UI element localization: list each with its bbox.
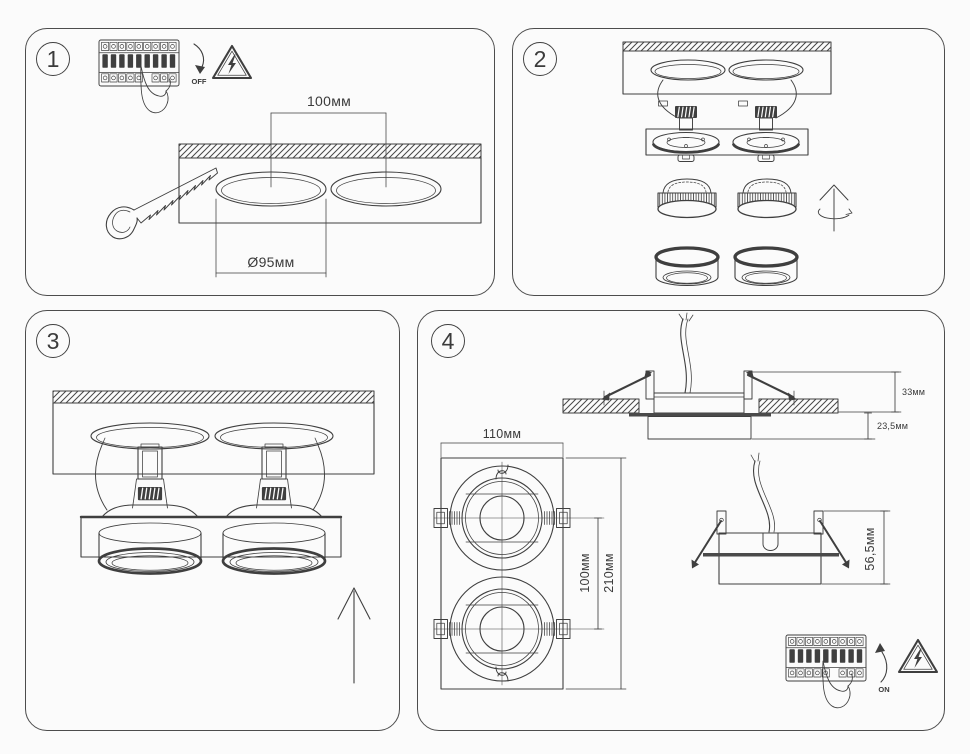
hole-spacing-dimension: 100мм	[578, 517, 602, 630]
lamp-module	[221, 522, 327, 575]
step-number-badge: 3	[36, 324, 70, 358]
fixture-height-dimension: 56,5мм	[821, 510, 891, 585]
hole-diameter-dimension: Ø95мм	[215, 198, 327, 278]
push-up-arrow-icon	[337, 587, 371, 684]
step-4-panel: 4	[417, 310, 945, 731]
fixture-body-drawing	[645, 100, 809, 162]
lamp-holder-disc	[651, 131, 721, 154]
cutout-length-label: 210мм	[602, 553, 616, 593]
switch-on-arrow-icon	[875, 643, 888, 683]
mounting-spring-icon	[817, 517, 850, 569]
fixture-side-view: 56,5мм	[691, 452, 891, 585]
step-number: 2	[534, 46, 547, 72]
step-2-panel: 2	[512, 28, 945, 296]
spring-coil-icon	[674, 105, 698, 119]
installed-side-view: 33мм 23,5мм	[562, 312, 925, 440]
step-number-badge: 4	[431, 324, 465, 358]
pointing-hand-icon	[140, 65, 171, 114]
cutout-width-label: 110мм	[483, 427, 522, 441]
fixture-plan-view: 110мм 100мм 210мм	[434, 427, 627, 690]
below-ceiling-dimension: 23,5мм	[751, 412, 908, 440]
ceiling-with-holes-drawing	[622, 41, 832, 95]
lamp-module	[97, 522, 203, 575]
drywall-saw-icon	[105, 167, 218, 240]
below-ceiling-label: 23,5мм	[877, 421, 908, 431]
ceiling-with-holes-drawing	[52, 390, 375, 475]
spring-coil-icon	[754, 105, 778, 119]
power-off-label: OFF	[192, 77, 207, 86]
ceiling-cutout-drawing	[178, 143, 482, 224]
switch-off-arrow-icon	[193, 43, 205, 74]
pointing-hand-icon	[822, 660, 853, 709]
above-ceiling-dimension: 33мм	[751, 371, 925, 413]
hole-spacing-dimension: 100мм	[270, 93, 387, 188]
trim-ring-icon	[654, 246, 720, 288]
hole-spacing-label: 100мм	[307, 93, 351, 109]
hole-spacing-label: 100мм	[578, 553, 592, 593]
fixture-being-installed	[79, 443, 343, 575]
trim-ring-icon	[733, 246, 799, 288]
gx53-lamp-icon	[737, 178, 797, 219]
power-on-label: ON	[878, 685, 889, 694]
circuit-breaker-icon	[98, 39, 180, 87]
above-ceiling-label: 33мм	[902, 387, 925, 397]
step-1-panel: 1 OFF	[25, 28, 495, 296]
supply-wires	[657, 79, 797, 119]
spring-coil-icon	[261, 486, 287, 501]
step-3-panel: 3	[25, 310, 400, 731]
mounting-spring-icon	[691, 517, 724, 569]
cutout-width-dimension: 110мм	[440, 427, 564, 458]
high-voltage-warning-icon	[897, 638, 939, 674]
lamp-holder-disc	[731, 131, 801, 154]
twist-to-lock-arrow-icon	[817, 184, 853, 232]
step-number-badge: 1	[36, 42, 70, 76]
gx53-lamp-icon	[657, 178, 717, 219]
step-number-badge: 2	[523, 42, 557, 76]
spring-wires	[94, 437, 326, 511]
step-number: 4	[442, 328, 455, 354]
step-number: 3	[47, 328, 60, 354]
cutout-length-dimension: 210мм	[565, 457, 627, 690]
hole-diameter-label: Ø95мм	[247, 254, 294, 270]
spring-coil-icon	[137, 486, 163, 501]
fixture-height-label: 56,5мм	[863, 527, 877, 570]
high-voltage-warning-icon	[211, 44, 253, 80]
step-number: 1	[47, 46, 60, 72]
